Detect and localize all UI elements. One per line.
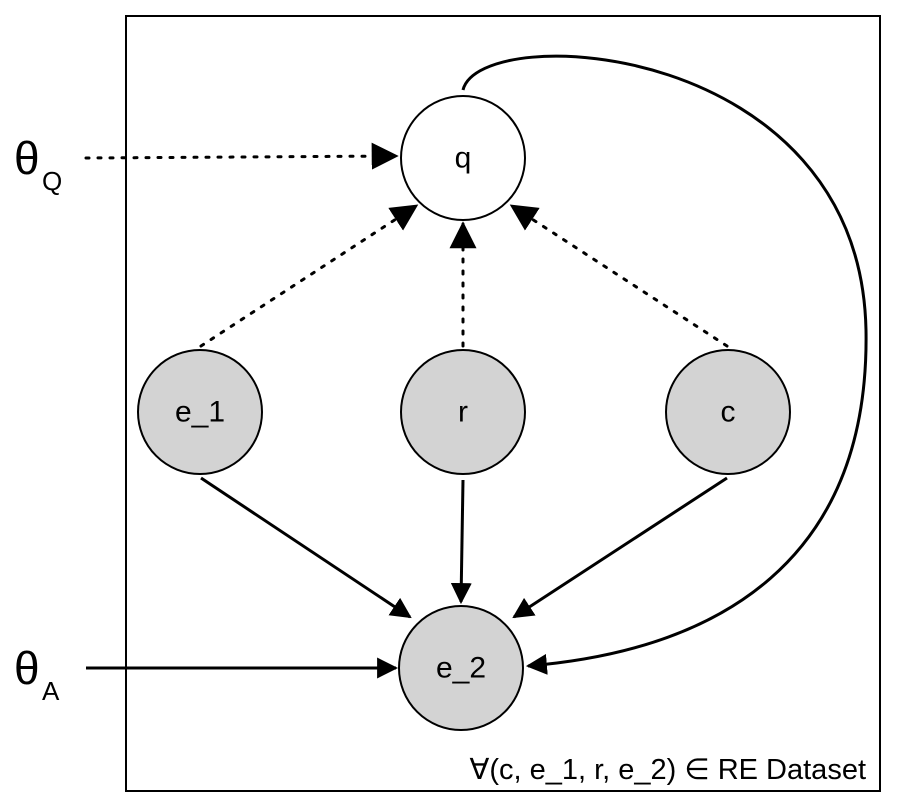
theta-subscript: Q [42,166,62,196]
node-label: q [455,142,472,175]
edge-e1-to-q [199,204,419,348]
node-c: c [665,349,791,475]
theta-subscript: A [42,676,60,706]
edge-q-to-e2 [461,54,868,675]
node-circle [137,349,263,475]
node-e2: e_2 [398,605,524,731]
theta-symbol: θ [14,132,40,184]
node-label: e_1 [175,396,225,429]
edge-thetaq-to-q [84,142,399,170]
node-circle [398,605,524,731]
node-r: r [400,349,526,475]
theta-symbol: θ [14,642,40,694]
plate [125,15,881,792]
node-q: q [400,95,526,221]
node-label: c [721,396,736,429]
edge-r-to-e2 [450,479,472,605]
node-e1: e_1 [137,349,263,475]
plate-caption: ∀(c, e_1, r, e_2) ∈ RE Dataset [470,754,866,786]
edge-c-to-e2 [512,476,728,619]
node-circle [400,95,526,221]
node-circle [665,349,791,475]
node-label: r [458,396,468,429]
param-theta-q: θ Q [14,132,62,196]
node-label: e_2 [436,652,486,685]
param-theta-a: θ A [14,642,60,706]
edge-e1-to-e2 [200,476,412,619]
node-circle [400,349,526,475]
edge-c-to-q [509,204,729,348]
